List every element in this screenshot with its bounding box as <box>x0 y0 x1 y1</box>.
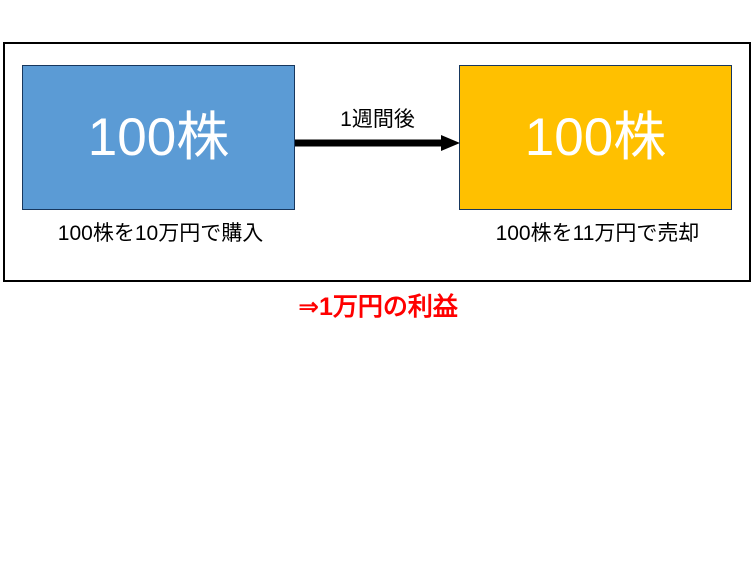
buy-stock-box: 100株 <box>22 65 295 210</box>
sell-caption: 100株を11万円で売却 <box>495 222 700 245</box>
buy-stock-box-label: 100株 <box>87 108 230 167</box>
buy-caption: 100株を10万円で購入 <box>57 222 264 245</box>
transition-label: 1週間後 <box>340 108 415 131</box>
right-arrow-icon <box>295 133 460 153</box>
profit-conclusion: ⇒1万円の利益 <box>298 293 458 321</box>
diagram-frame: 100株 100株 100株を10万円で購入 100株を11万円で売却 1週間後 <box>3 42 751 282</box>
sell-stock-box: 100株 <box>459 65 732 210</box>
sell-stock-box-label: 100株 <box>524 108 667 167</box>
